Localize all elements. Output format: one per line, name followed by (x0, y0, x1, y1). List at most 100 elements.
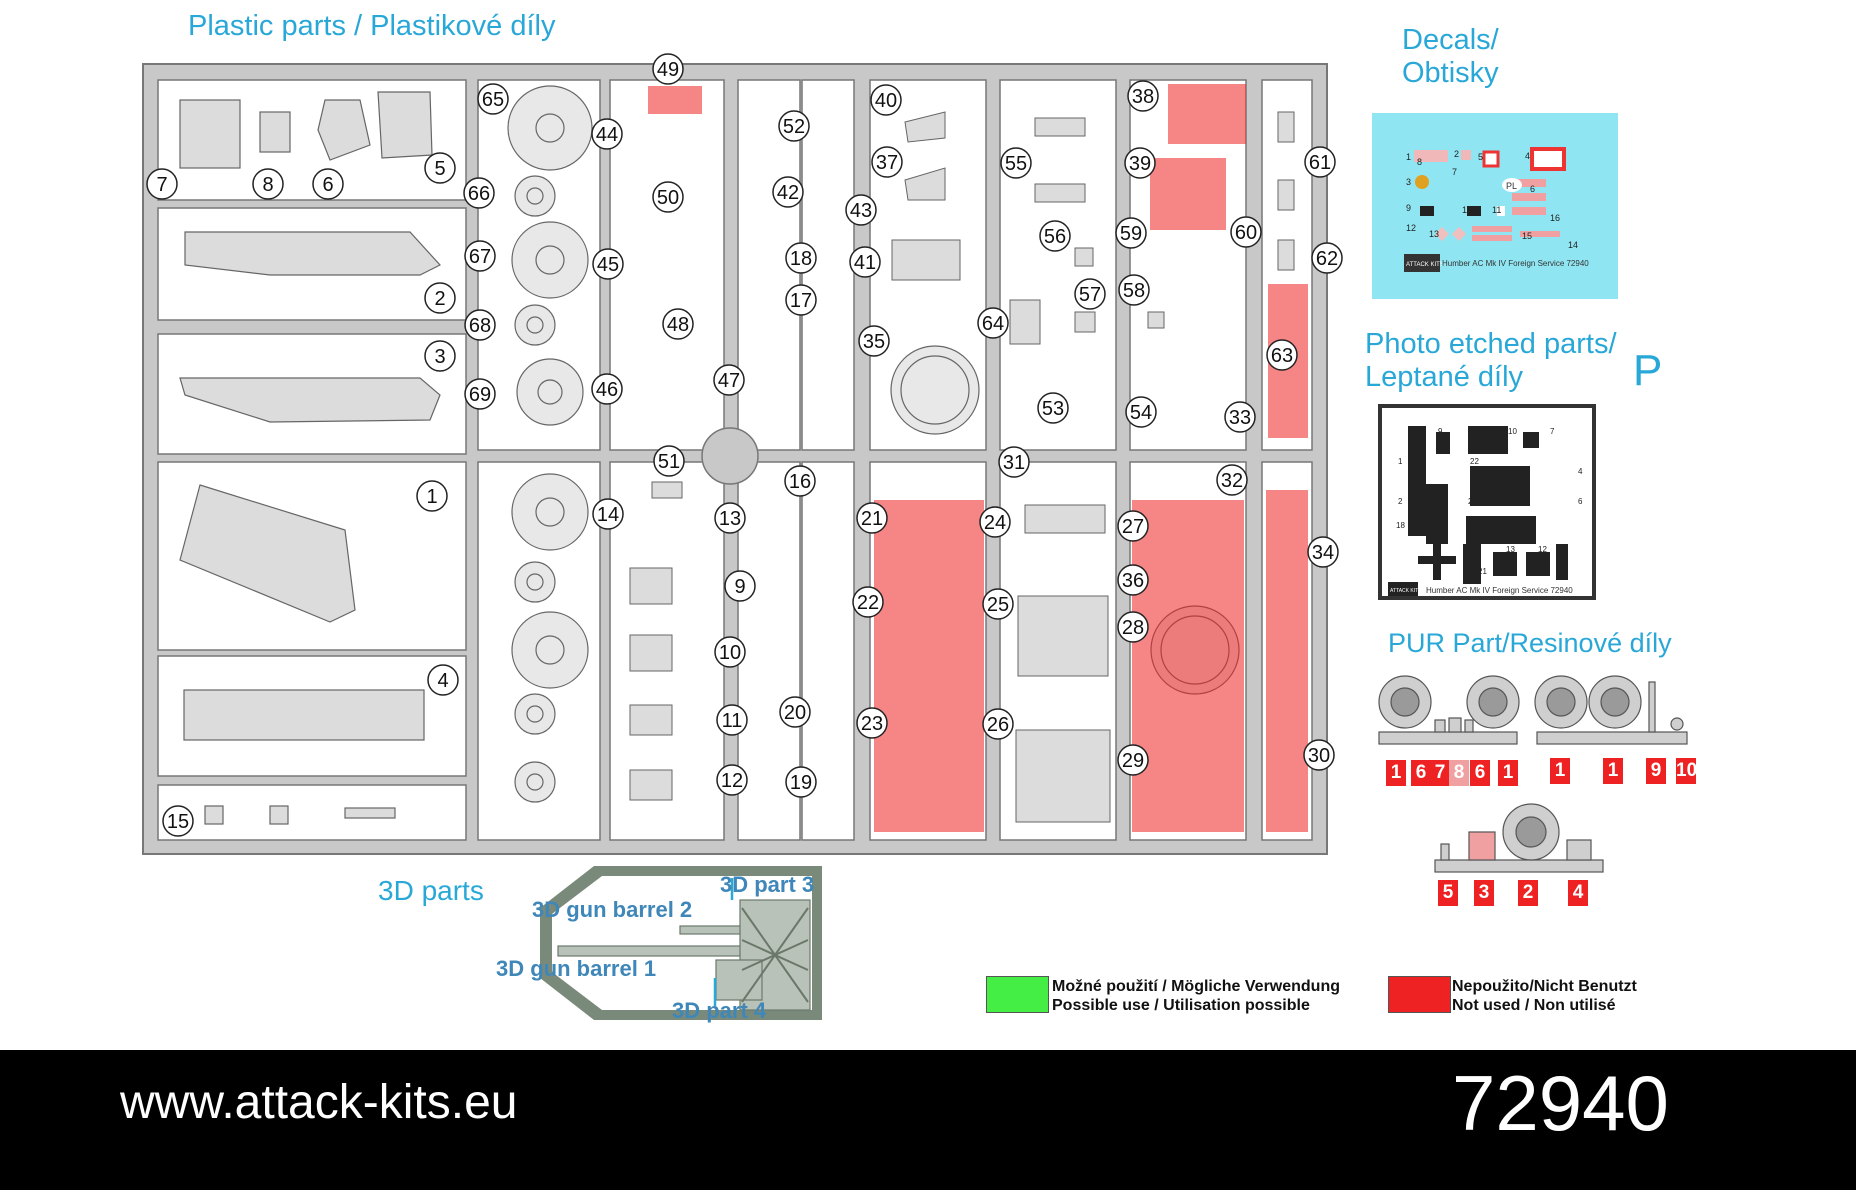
part-number-label: 54 (1130, 402, 1152, 424)
part-number-badge: 67 (464, 240, 496, 272)
part-number-circle (1307, 536, 1339, 568)
unused-overlay (1168, 84, 1246, 144)
part-number-badge: 23 (856, 707, 888, 739)
part-number-circle (1117, 510, 1149, 542)
part-number-label: 67 (469, 246, 491, 268)
part-number-label: 6 (322, 174, 333, 196)
gun-barrel-2 (679, 925, 743, 935)
decal-box (1461, 150, 1471, 160)
part-number-circle (856, 502, 888, 534)
part-number-label: 51 (658, 451, 680, 473)
footer-bar (0, 1050, 1856, 1190)
part-number-circle (1037, 392, 1069, 424)
part-number-label: 40 (875, 90, 897, 112)
pe-part (1493, 552, 1517, 576)
part-number-circle (592, 498, 624, 530)
part-number-circle (1303, 739, 1335, 771)
part-number-badge: 21 (856, 502, 888, 534)
decal-box (1497, 206, 1505, 216)
part-number-badge: 64 (977, 307, 1009, 339)
part-number-badge: 24 (979, 506, 1011, 538)
part-number-label: 59 (1120, 223, 1142, 245)
part-number-circle (1118, 274, 1150, 306)
part-number-circle (979, 506, 1011, 538)
part-number-label: 19 (790, 772, 812, 794)
part-number-label: 13 (719, 508, 741, 530)
part-number-badge: 12 (716, 764, 748, 796)
pur-small-part (1440, 843, 1450, 861)
part-number-label: 68 (469, 315, 491, 337)
part-shape (1034, 117, 1086, 137)
part-number-badge: 16 (784, 465, 816, 497)
part-shape (629, 769, 673, 801)
pur-small-part (1448, 717, 1462, 733)
decal-box (1434, 226, 1450, 242)
part-shape (179, 484, 356, 623)
part-number-label: 44 (596, 124, 618, 146)
pur-part-label: 7 (1430, 760, 1450, 786)
wheel-part (514, 304, 556, 346)
pe-part (1433, 542, 1441, 580)
pe-number: 21 (1478, 567, 1487, 576)
part-number-circle (870, 84, 902, 116)
part-number-circle (778, 110, 810, 142)
unused-overlay (1132, 500, 1244, 832)
part-number-label: 65 (482, 89, 504, 111)
part-number-circle (591, 373, 623, 405)
pur-small-part (1566, 839, 1592, 861)
pe-number: 22 (1470, 457, 1479, 466)
wheel-part (514, 561, 556, 603)
part-number-badge: 66 (463, 177, 495, 209)
pur-casting-block (1536, 731, 1688, 745)
part-shape (204, 805, 224, 825)
pur-part-label: 1 (1603, 758, 1623, 784)
part-number-badge: 13 (714, 502, 746, 534)
photo-etched-title-line1: Photo etched parts/ (1365, 328, 1617, 360)
part-number-circle (977, 307, 1009, 339)
part-shape (891, 239, 961, 281)
part-number-label: 25 (987, 594, 1009, 616)
part-number-circle (785, 284, 817, 316)
part-number-badge: 53 (1037, 392, 1069, 424)
part-number-circle (477, 83, 509, 115)
pe-number: 11 (1558, 547, 1567, 556)
part-number-label: 63 (1271, 345, 1293, 367)
decal-number: 7 (1452, 167, 1457, 177)
part-number-label: 14 (597, 504, 619, 526)
footer-website-link[interactable]: www.attack-kits.eu (120, 1076, 518, 1129)
callout-3d-gun-barrel-1: 3D gun barrel 1 (496, 956, 657, 981)
part-number-badge: 39 (1124, 147, 1156, 179)
part-number-label: 57 (1079, 284, 1101, 306)
part-number-circle (1127, 80, 1159, 112)
legend-possible-line2: Possible use / Utilisation possible (1052, 997, 1310, 1014)
pur-part-label: 1 (1550, 758, 1570, 784)
part-number-circle (1311, 242, 1343, 274)
decal-box (1414, 150, 1448, 162)
pe-part (1408, 426, 1426, 536)
part-number-circle (1230, 216, 1262, 248)
pur-casting-block (1434, 859, 1604, 873)
part-number-badge: 35 (858, 325, 890, 357)
callout-3d-part-3: 3D part 3 (720, 872, 815, 897)
part-number-badge: 11 (716, 704, 748, 736)
part-number-badge: 69 (464, 378, 496, 410)
part-number-label: 10 (719, 642, 741, 664)
part-number-circle (785, 766, 817, 798)
pe-number: 4 (1578, 467, 1583, 476)
decal-brand-logo (1404, 254, 1440, 272)
decal-number: 2 (1454, 149, 1459, 159)
part-number-label: 4 (437, 670, 448, 692)
sprue-cell (157, 784, 467, 841)
part-shape (1277, 179, 1295, 211)
part-number-badge: 43 (845, 194, 877, 226)
part-number-badge: 7 (146, 168, 178, 200)
part-shape (317, 99, 371, 161)
part-number-label: 36 (1122, 570, 1144, 592)
decal-box (1482, 150, 1500, 168)
part-number-circle (1000, 147, 1032, 179)
part-number-circle (724, 570, 756, 602)
part-number-badge: 51 (653, 445, 685, 477)
part-shape (1015, 729, 1111, 823)
decal-number: 10 (1462, 205, 1472, 215)
part-shape (1009, 299, 1041, 345)
